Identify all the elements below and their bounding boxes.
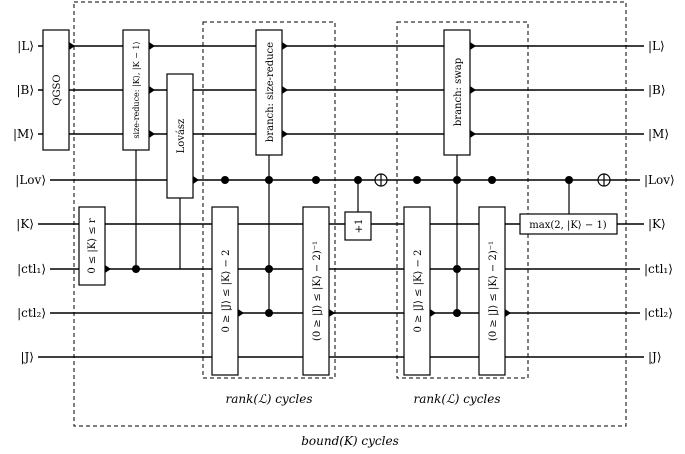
control-dot-ctl1-c [453, 265, 461, 273]
arrow-sr-m [149, 130, 155, 138]
branch-swap-gate [443, 29, 471, 156]
wire-label-left-lov: |Lov⟩ [15, 173, 46, 187]
wire-labels-right: |L⟩ |B⟩ |M⟩ |Lov⟩ |K⟩ |ctl₁⟩ |ctl₂⟩ |J⟩ [644, 39, 675, 364]
wire-label-left-b: |B⟩ [16, 83, 34, 97]
wire-label-left-ctl2: |ctl₂⟩ [17, 306, 46, 320]
control-dot-lov-h [565, 176, 573, 184]
control-dot-lov-g [488, 176, 496, 184]
increment-label: +1 [354, 219, 365, 234]
loop1-forward-gate [211, 206, 239, 376]
wire-label-right-ctl1: |ctl₁⟩ [644, 262, 673, 276]
range-k-label: 0 ≤ |K⟩ ≤ r [87, 218, 98, 274]
size-reduce-label: size-reduce: |K⟩, |K − 1⟩ [132, 41, 141, 138]
control-dot-ctl2-a [265, 309, 273, 317]
max-label: max(2, |K⟩ − 1) [529, 220, 607, 231]
arrow-range-ctl1 [105, 265, 111, 273]
wire-label-left-j: |J⟩ [20, 350, 34, 364]
wire-label-right-lov: |Lov⟩ [644, 173, 675, 187]
control-dot-ctl2-b [453, 309, 461, 317]
wire-label-left-ctl1: |ctl₁⟩ [17, 262, 46, 276]
arrow-loop2i-ctl2 [505, 309, 511, 317]
size-reduce-gate [122, 29, 150, 151]
gate-labels: QGSO 0 ≤ |K⟩ ≤ r size-reduce: |K⟩, |K − … [52, 41, 607, 341]
xor-target-2 [597, 173, 611, 187]
control-dot-ctl1-b [265, 265, 273, 273]
loop2-inverse-gate [478, 206, 506, 376]
control-dot-lov-b [265, 176, 273, 184]
rank-cycles-caption-1: rank(ℒ) cycles [225, 392, 312, 406]
qgso-label: QGSO [52, 74, 63, 105]
inner-loop-box-1 [202, 21, 336, 379]
wire-label-left-k: |K⟩ [16, 217, 34, 231]
loop1-forward-label: 0 ≥ |J⟩ ≤ |K⟩ − 2 [221, 250, 232, 333]
control-dot-lov-d [354, 176, 362, 184]
arrow-sr-b [149, 86, 155, 94]
max-gate [519, 213, 618, 235]
rank-cycles-caption-2: rank(ℒ) cycles [413, 392, 500, 406]
arrow-br2-b [470, 86, 476, 94]
wire-label-right-ctl2: |ctl₂⟩ [644, 306, 673, 320]
arrow-loop2f-ctl2 [430, 309, 436, 317]
branch-size-reduce-label: branch: size-reduce [265, 42, 276, 142]
arrow-br2-l [470, 42, 476, 50]
arrow-loop1f-ctl2 [238, 309, 244, 317]
arrow-lovasz-lov [193, 176, 199, 184]
control-dot-lov-a [221, 176, 229, 184]
control-dot-lov-f [453, 176, 461, 184]
arrow-loop1i-ctl2 [329, 309, 335, 317]
loop2-inverse-label: (0 ≥ |J⟩ ≤ |K⟩ − 2)⁻¹ [488, 241, 499, 341]
loop2-forward-label: 0 ≥ |J⟩ ≤ |K⟩ − 2 [413, 250, 424, 333]
arrow-br1-m [282, 130, 288, 138]
range-k-gate [78, 206, 106, 286]
wire-arrows [69, 42, 511, 317]
wire-labels-left: |L⟩ |B⟩ |M⟩ |Lov⟩ |K⟩ |ctl₁⟩ |ctl₂⟩ |J⟩ [13, 39, 46, 364]
arrow-sr-l [149, 42, 155, 50]
wire-label-left-l: |L⟩ [17, 39, 34, 53]
qgso-gate [42, 29, 70, 151]
inner-loop-box-2 [396, 21, 529, 379]
loop1-inverse-gate [302, 206, 330, 376]
xor-targets [374, 173, 611, 187]
arrow-qgso-l [69, 42, 75, 50]
wire-label-right-k: |K⟩ [648, 217, 666, 231]
gates [42, 29, 618, 376]
wire-label-right-m: |M⟩ [648, 127, 669, 141]
loop1-inverse-label: (0 ≥ |J⟩ ≤ |K⟩ − 2)⁻¹ [312, 241, 323, 341]
outer-loop-box [73, 1, 627, 427]
branch-swap-label: branch: swap [453, 58, 464, 126]
control-dot-lov-e [413, 176, 421, 184]
control-dot-lov-c [312, 176, 320, 184]
wire-label-right-b: |B⟩ [648, 83, 666, 97]
arrow-br1-b [282, 86, 288, 94]
xor-target-1 [374, 173, 388, 187]
lovasz-label: Lovász [176, 119, 187, 154]
wire-label-right-l: |L⟩ [648, 39, 665, 53]
arrow-br2-m [470, 130, 476, 138]
wire-label-right-j: |J⟩ [648, 350, 662, 364]
wire-label-left-m: |M⟩ [13, 127, 34, 141]
arrow-br1-l [282, 42, 288, 50]
loop2-forward-gate [403, 206, 431, 376]
control-dot-ctl1-a [132, 265, 140, 273]
lovasz-gate [166, 73, 194, 199]
increment-gate [344, 211, 372, 241]
control-dots [132, 176, 573, 317]
bound-cycles-caption: bound(K) cycles [301, 434, 399, 448]
